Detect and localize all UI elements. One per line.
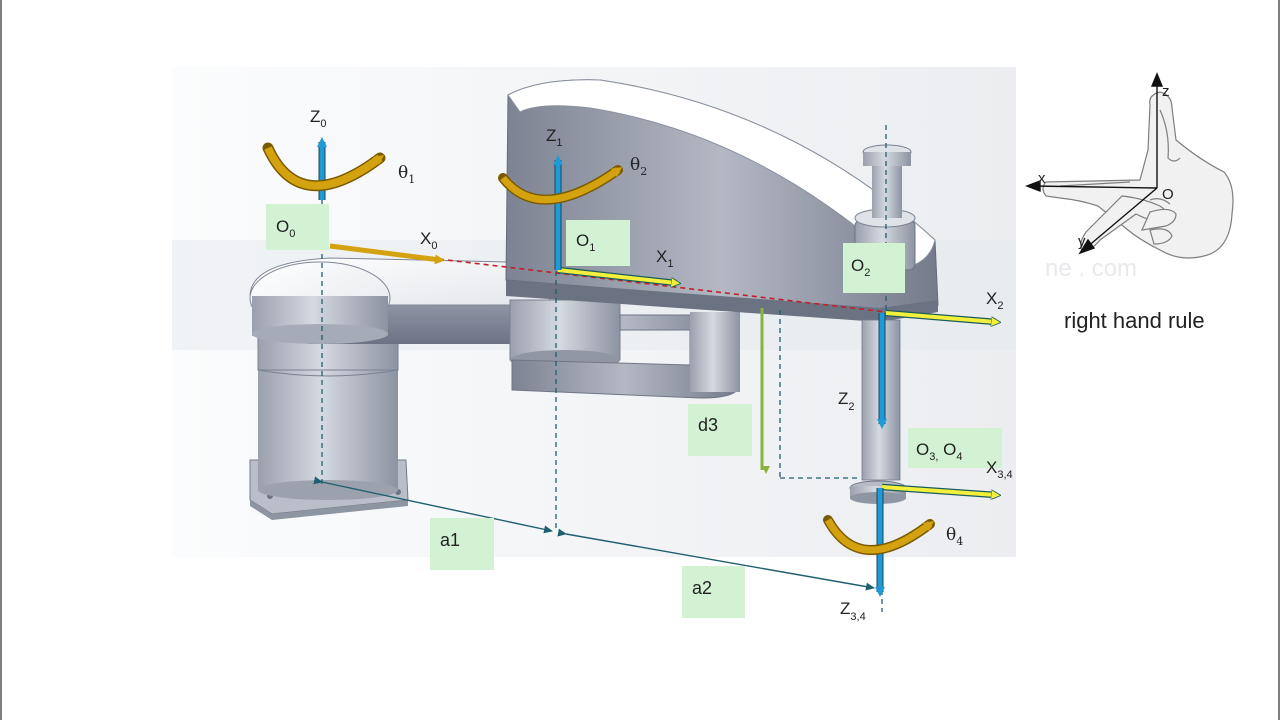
a1-box	[430, 518, 494, 570]
d3-label: d3	[698, 415, 718, 435]
theta4-label: θ4	[946, 525, 963, 548]
watermark: ne . com	[1045, 255, 1137, 282]
x1-label: X1	[656, 247, 673, 270]
o34-label: O3, O4	[916, 440, 963, 463]
theta2-label: θ2	[630, 155, 647, 178]
o1-box	[566, 220, 630, 266]
o0-box	[266, 204, 329, 250]
x0-label: X0	[420, 229, 437, 252]
hand-drawing	[1042, 91, 1234, 259]
rotation-arrows	[262, 142, 935, 555]
robot-joint-2-hub	[509, 299, 740, 399]
z34-label: Z3,4	[840, 599, 866, 623]
x-axes	[329, 243, 996, 495]
o34-box	[908, 428, 1002, 468]
right-hand-rule-caption: right hand rule	[1064, 308, 1205, 333]
o2-box	[843, 243, 905, 293]
a1-label: a1	[440, 530, 460, 550]
o0-label: O0	[276, 217, 295, 240]
hand-origin-label: O	[1162, 186, 1174, 203]
o1-label: O1	[576, 231, 595, 254]
z0-label: Z0	[310, 107, 327, 130]
z1-label: Z1	[546, 126, 563, 149]
hand-axes	[1025, 72, 1164, 255]
a1-dimension-line	[313, 476, 553, 534]
a2-dimension-line	[557, 528, 875, 591]
label-boxes	[266, 204, 1002, 618]
z2-label: Z2	[838, 389, 855, 413]
x2-label: X2	[986, 289, 1003, 312]
diagram-labels: Z0 Z1 Z2 Z3,4 X0 X1 X2 X3,4 θ1 θ2 θ4 O0 …	[276, 107, 1013, 623]
a2-box	[682, 566, 745, 618]
x0-axis-arrow	[329, 243, 445, 265]
hand-y-label: y	[1078, 233, 1086, 250]
hand-x-label: x	[1038, 170, 1046, 187]
d3-box	[688, 404, 752, 456]
right-hand-rule-illustration: z x y O right hand rule	[1025, 72, 1234, 333]
hand-z-label: z	[1162, 83, 1170, 100]
o2-label: O2	[851, 256, 870, 279]
a2-label: a2	[692, 578, 712, 598]
dimension-lines	[313, 308, 875, 591]
x34-label: X3,4	[986, 458, 1013, 481]
theta1-label: θ1	[398, 163, 415, 186]
